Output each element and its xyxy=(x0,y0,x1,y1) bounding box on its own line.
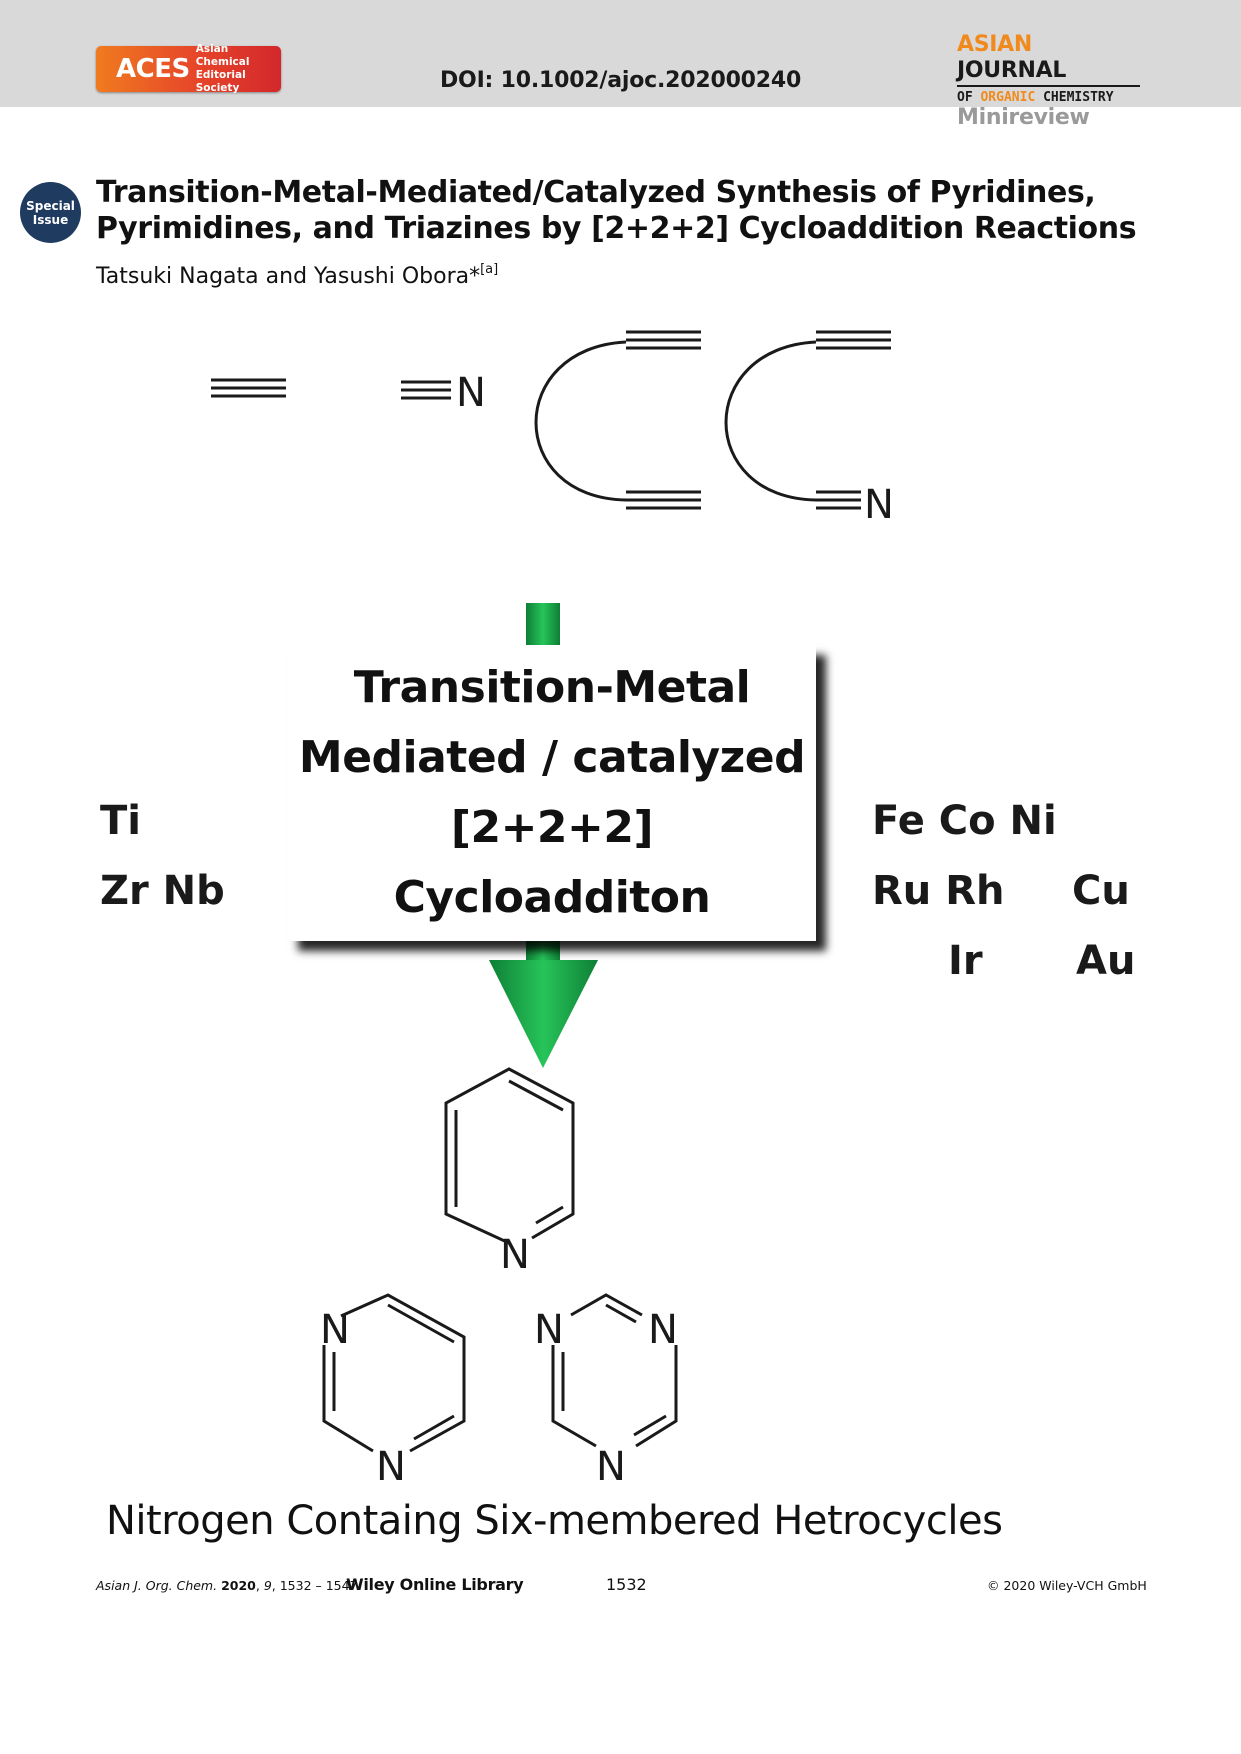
aces-logo-subtitle: Asian Chemical Editorial Society xyxy=(196,43,281,95)
metal-cu: Cu xyxy=(1072,868,1130,914)
graphical-abstract: N N xyxy=(96,318,1141,1568)
authors: Tatsuki Nagata and Yasushi Obora*[a] xyxy=(96,262,499,289)
page-header: ACES Asian Chemical Editorial Society DO… xyxy=(0,0,1241,130)
figure-graphics: N N xyxy=(211,330,894,1490)
nitrile-structure xyxy=(401,380,451,400)
alkyne-structure xyxy=(211,378,286,398)
aces-sub-line1: Asian Chemical xyxy=(195,43,250,68)
aces-sub-line2: Editorial Society xyxy=(195,69,246,94)
journal-word-asian: ASIAN xyxy=(957,32,1032,57)
special-issue-badge: Special Issue xyxy=(20,182,81,243)
aces-logo: ACES Asian Chemical Editorial Society xyxy=(96,43,281,95)
figure-caption: Nitrogen Containg Six-membered Hetrocycl… xyxy=(106,1498,1003,1544)
author-affiliation: [a] xyxy=(480,262,499,277)
box-line-1: Transition-Metal xyxy=(353,662,751,713)
box-line-3: [2+2+2] xyxy=(450,802,654,853)
diyne-structure xyxy=(534,330,701,510)
box-line-4: Cycloadditon xyxy=(393,872,711,923)
metal-fe-co-ni: Fe Co Ni xyxy=(872,798,1057,844)
triazine-n5-label: N xyxy=(596,1444,626,1490)
nitrile-n-label: N xyxy=(456,370,486,416)
ynenitrile-structure xyxy=(724,330,891,510)
author-names: Tatsuki Nagata and Yasushi Obora* xyxy=(96,264,481,289)
wiley-online-library-link[interactable]: Wiley Online Library xyxy=(346,1575,524,1594)
footer-volume: 9 xyxy=(263,1578,272,1593)
title-line1: Transition-Metal-Mediated/Catalyzed Synt… xyxy=(96,175,1096,210)
journal-word-of: OF xyxy=(957,90,973,105)
metal-ti: Ti xyxy=(100,798,141,844)
box-line-2: Mediated / catalyzed xyxy=(298,732,806,783)
doi[interactable]: DOI: 10.1002/ajoc.202000240 xyxy=(440,68,802,93)
journal-rule xyxy=(957,85,1140,87)
pyrimidine-n1-label: N xyxy=(320,1307,350,1353)
page-number: 1532 xyxy=(606,1575,647,1594)
article-title: Transition-Metal-Mediated/Catalyzed Synt… xyxy=(96,175,1156,247)
footer-copyright: © 2020 Wiley-VCH GmbH xyxy=(987,1578,1147,1593)
footer-pages: 1532 – 1547 xyxy=(279,1578,358,1593)
article-type: Minireview xyxy=(957,105,1090,130)
badge-line2: Issue xyxy=(32,212,69,227)
aces-logo-text: ACES xyxy=(116,54,190,84)
metal-ir: Ir xyxy=(948,938,983,984)
metal-zr-nb: Zr Nb xyxy=(100,868,225,914)
journal-word-chemistry: CHEMISTRY xyxy=(1043,90,1114,105)
journal-word-journal: JOURNAL xyxy=(957,58,1067,83)
triazine-n3-label: N xyxy=(648,1307,678,1353)
journal-logo: ASIAN JOURNAL OF ORGANIC CHEMISTRY Minir… xyxy=(957,32,1143,130)
triazine-structure xyxy=(551,1293,678,1448)
journal-word-organic: ORGANIC xyxy=(980,90,1036,105)
title-line2: Pyrimidines, and Triazines by [2+2+2] Cy… xyxy=(96,211,1137,246)
triazine-n1-label: N xyxy=(534,1307,564,1353)
ynenitrile-n-label: N xyxy=(864,482,894,528)
footer-journal-abbrev: Asian J. Org. Chem. xyxy=(96,1578,218,1593)
reaction-label-box: Transition-Metal Mediated / catalyzed [2… xyxy=(288,645,816,941)
pyrimidine-n3-label: N xyxy=(376,1444,406,1490)
badge-line1: Special xyxy=(26,198,75,213)
footer-citation: Asian J. Org. Chem. 2020, 9, 1532 – 1547 xyxy=(96,1578,358,1593)
pyridine-n-label: N xyxy=(500,1232,530,1278)
pyrimidine-structure xyxy=(322,1293,466,1453)
metal-au: Au xyxy=(1076,938,1136,984)
pyridine-structure xyxy=(444,1067,575,1245)
metal-ru-rh: Ru Rh xyxy=(872,868,1005,914)
footer-year: 2020 xyxy=(221,1578,256,1593)
